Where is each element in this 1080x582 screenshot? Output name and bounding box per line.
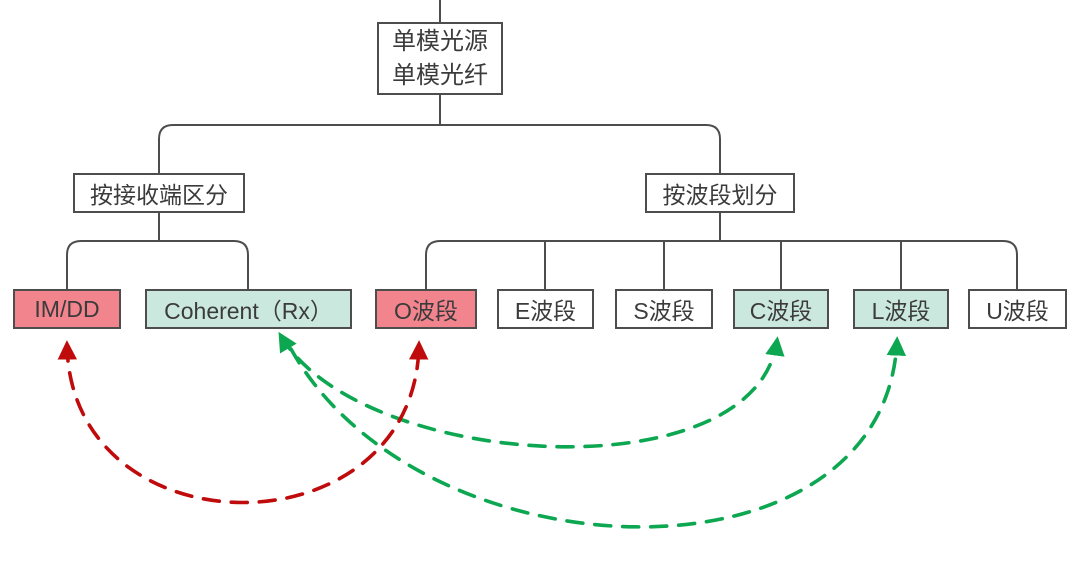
leaf-node-l-band: L波段 [853, 289, 949, 329]
leaf-node-u-band: U波段 [968, 289, 1067, 329]
root-label-line1: 单模光源 [392, 27, 488, 55]
tree-connectors [66, 0, 1018, 289]
leaf-imdd-label: IM/DD [34, 295, 100, 322]
arrow-coherent-lband [289, 336, 906, 529]
leaf-u-band-label: U波段 [986, 298, 1049, 324]
leaf-node-coherent: Coherent（Rx） [145, 289, 352, 329]
leaf-node-c-band: C波段 [733, 289, 829, 329]
arrow-imdd-oband [57, 340, 429, 505]
leaf-node-o-band: O波段 [375, 289, 477, 329]
leaf-node-e-band: E波段 [497, 289, 594, 329]
arrow-coherent-cband [278, 331, 785, 449]
root-label-line2: 单模光纤 [392, 61, 488, 89]
leaf-e-band-label: E波段 [514, 298, 577, 324]
leaf-node-imdd: IM/DD [13, 289, 121, 329]
leaf-c-band-label: C波段 [749, 298, 813, 324]
leaf-l-band-label: L波段 [871, 298, 931, 324]
branch-node-band: 按波段划分 [645, 173, 795, 213]
leaf-o-band-label: O波段 [394, 298, 458, 324]
leaf-coherent-label: Coherent（Rx） [164, 298, 333, 324]
leaf-s-band-label: S波段 [633, 298, 695, 324]
branch-node-receiver: 按接收端区分 [73, 173, 245, 213]
band-children-connector [425, 240, 1018, 289]
branch-band-label: 按波段划分 [662, 182, 778, 208]
branch-receiver-label: 按接收端区分 [90, 182, 228, 208]
relation-arrows [57, 331, 906, 529]
leaf-node-s-band: S波段 [615, 289, 713, 329]
root-node-single-mode: 单模光源 单模光纤 [377, 22, 503, 95]
level1-connector [158, 124, 721, 173]
receiver-children-connector [66, 240, 249, 289]
